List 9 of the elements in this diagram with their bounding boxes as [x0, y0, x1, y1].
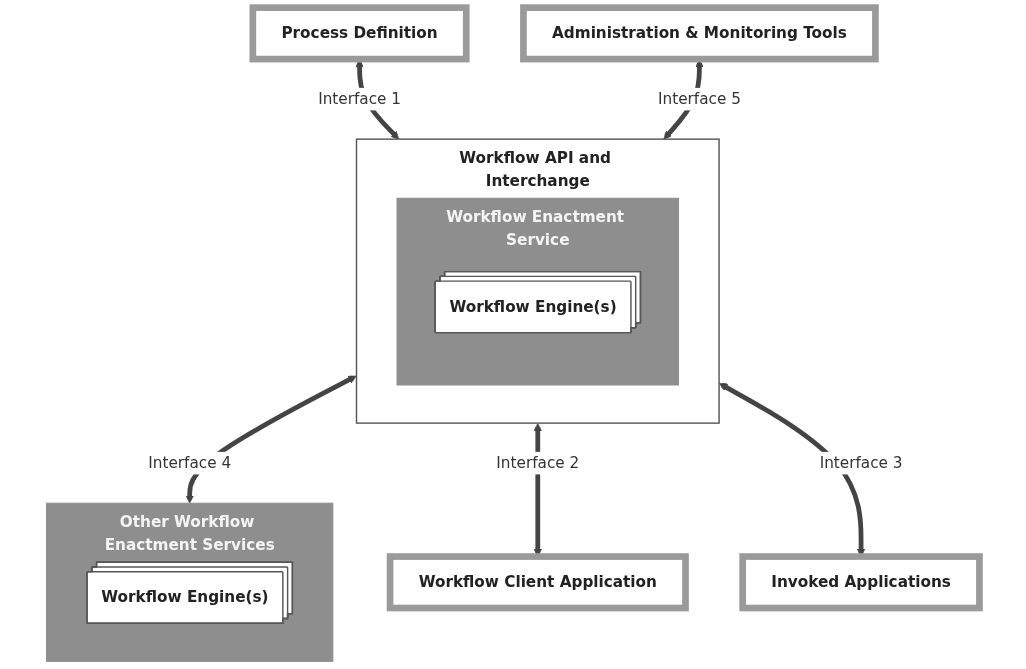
- edge-label: Interface 1: [318, 89, 401, 108]
- node-box: Administration & Monitoring Tools: [520, 4, 879, 63]
- node-box: Workflow Client Application: [386, 553, 689, 612]
- node-box: Invoked Applications: [739, 553, 983, 612]
- edge-label: Interface 5: [658, 89, 741, 108]
- node-box: Process Definition: [249, 4, 470, 63]
- edge-label: Interface 2: [496, 453, 580, 472]
- edge-label: Interface 4: [148, 453, 232, 472]
- edge-label: Interface 3: [819, 453, 903, 472]
